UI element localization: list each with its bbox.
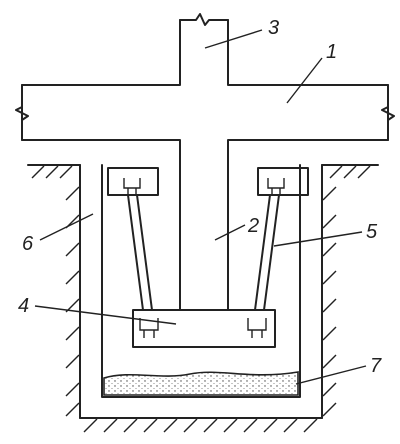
anchor-bottom-left-icon xyxy=(139,318,159,338)
column-break-top xyxy=(179,13,229,26)
support-block-right xyxy=(257,167,309,196)
ground-hatch-left-top xyxy=(31,165,73,179)
ground-hatch-bottom xyxy=(83,418,318,433)
leader-3 xyxy=(204,29,263,49)
bottom-block xyxy=(132,309,276,348)
beam-break-right xyxy=(381,84,395,141)
rod-right-outer xyxy=(254,194,271,311)
leader-1 xyxy=(286,57,323,104)
anchor-top-left-icon xyxy=(123,178,141,194)
beam-break-left xyxy=(15,84,29,141)
ground-hatch-right-top xyxy=(329,165,371,179)
leader-6 xyxy=(39,213,94,241)
rod-left-outer xyxy=(127,194,144,311)
leader-4 xyxy=(34,305,177,325)
label-3: 3 xyxy=(268,17,279,39)
sand-layer xyxy=(103,371,299,396)
label-2: 2 xyxy=(247,215,259,237)
leader-2 xyxy=(214,224,246,241)
ground-hatch-right-wall xyxy=(322,186,337,417)
label-1: 1 xyxy=(326,41,337,63)
label-7: 7 xyxy=(370,355,382,377)
rod-anchors xyxy=(123,178,285,338)
leader-7 xyxy=(295,365,367,385)
rod-left-inner xyxy=(136,194,153,311)
support-block-left xyxy=(107,167,159,196)
label-6: 6 xyxy=(22,233,34,255)
leader-5 xyxy=(273,231,363,247)
label-4: 4 xyxy=(18,295,29,317)
label-5: 5 xyxy=(366,221,378,243)
rod-right-inner xyxy=(263,194,280,311)
leader-lines xyxy=(34,29,367,385)
anchor-bottom-right-icon xyxy=(247,318,267,338)
inner-casing xyxy=(101,164,301,398)
anchor-top-right-icon xyxy=(267,178,285,194)
